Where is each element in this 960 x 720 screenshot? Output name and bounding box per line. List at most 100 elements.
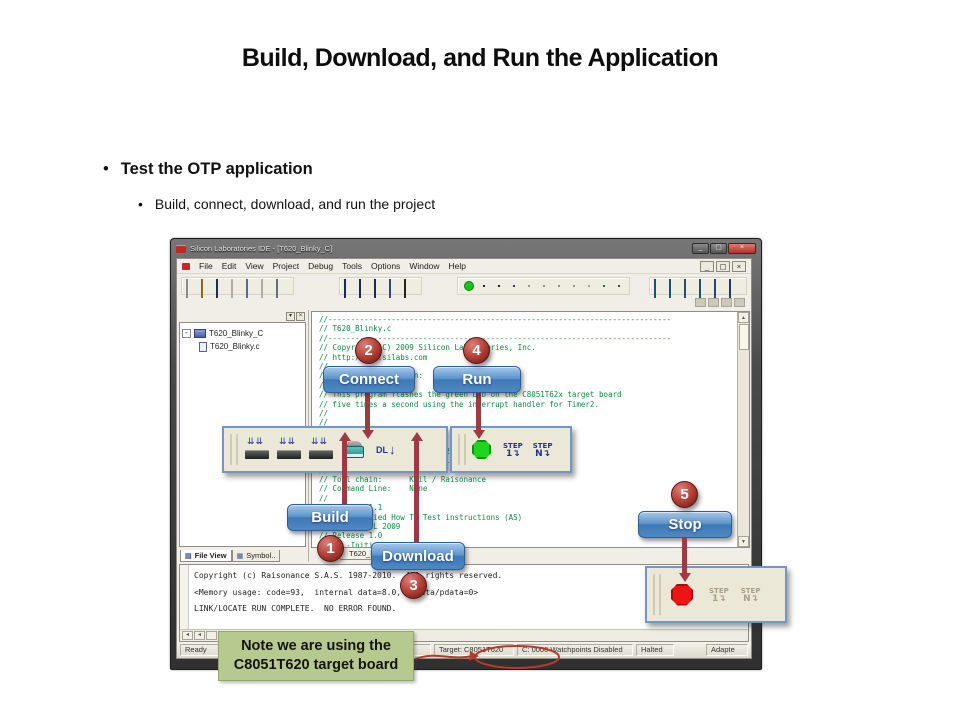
dock-icon-4[interactable] <box>734 298 745 307</box>
refresh-icon[interactable] <box>597 280 610 292</box>
open-file-icon[interactable] <box>201 279 214 298</box>
step-icon[interactable] <box>537 280 550 292</box>
print-icon[interactable] <box>276 279 289 298</box>
rebuild-all-icon[interactable] <box>374 279 387 298</box>
toolbar-grip[interactable] <box>653 574 661 615</box>
output-window-icon[interactable] <box>669 279 682 298</box>
close-button[interactable]: × <box>728 243 756 254</box>
tree-node-project[interactable]: - T620_Blinky_C <box>182 327 303 340</box>
toolbar-icon-fill <box>542 285 545 287</box>
assemble-icon[interactable] <box>344 279 357 298</box>
connect-device-icon[interactable] <box>344 441 364 458</box>
menu-item[interactable]: Help <box>448 261 467 271</box>
panel-tab-strip: ▤ File View ▦ Symbol.. <box>177 547 308 562</box>
halt-icon[interactable] <box>522 280 535 292</box>
copy-icon[interactable] <box>246 279 259 298</box>
build-button[interactable]: Build <box>287 504 373 531</box>
scroll-left-icon[interactable]: ◂ <box>194 631 205 640</box>
toolbar-grip[interactable] <box>230 434 238 465</box>
disconnect-icon[interactable] <box>477 280 490 292</box>
status-target: Target: C8051T620 <box>434 644 514 656</box>
connect-icon[interactable] <box>462 280 475 292</box>
grid-icon: ▤ <box>185 552 192 560</box>
toolbar-grip[interactable] <box>458 434 466 465</box>
dock-icon-3[interactable] <box>721 298 732 307</box>
scrollbar-handle[interactable] <box>206 631 217 640</box>
scroll-up-icon[interactable]: ▲ <box>738 312 749 323</box>
multi-step-icon[interactable] <box>567 280 580 292</box>
rebuild-all-icon[interactable] <box>308 436 334 460</box>
go-icon[interactable] <box>472 440 491 459</box>
assemble-file-icon[interactable] <box>244 436 270 460</box>
mdi-minimize-button[interactable]: _ <box>700 260 714 272</box>
bullet-build-connect: •Build, connect, download, and run the p… <box>138 196 436 212</box>
toolbar-icon-fill <box>389 279 391 298</box>
close-icon[interactable]: × <box>296 311 305 321</box>
scroll-left-icon[interactable]: ◂ <box>182 631 193 640</box>
collapse-icon[interactable]: - <box>182 329 191 338</box>
register-window-icon[interactable] <box>714 279 727 298</box>
paste-icon[interactable] <box>261 279 274 298</box>
save-icon[interactable] <box>216 279 229 298</box>
cut-icon[interactable] <box>231 279 244 298</box>
stop-button[interactable]: Stop <box>638 511 732 538</box>
minimize-button[interactable]: _ <box>692 243 709 254</box>
menu-item[interactable]: Debug <box>308 261 334 271</box>
vertical-scrollbar[interactable]: ▲ ▼ <box>737 312 749 547</box>
tab-file-view[interactable]: ▤ File View <box>180 550 232 562</box>
output-log: Copyright (c) Raisonance S.A.S. 1987-201… <box>189 565 502 629</box>
stop-icon[interactable] <box>671 583 693 606</box>
new-file-icon[interactable] <box>186 279 199 298</box>
code-line: // Tool chain: Keil / Raisonance <box>319 474 487 484</box>
macro-icon[interactable] <box>404 279 417 298</box>
step-badge-2: 2 <box>355 337 382 364</box>
menu-item[interactable]: File <box>199 261 213 271</box>
scrollbar-thumb[interactable] <box>738 324 749 350</box>
toolbar-icon-fill <box>231 279 233 298</box>
run-button[interactable]: Run <box>433 366 521 393</box>
go-icon[interactable] <box>507 280 520 292</box>
tree-node-file[interactable]: T620_Blinky.c <box>182 340 303 353</box>
build-project-icon[interactable] <box>276 436 302 460</box>
watch-window-icon[interactable] <box>684 279 697 298</box>
toolbar-icon-fill <box>527 285 530 287</box>
mdi-close-button[interactable]: × <box>732 260 746 272</box>
code-line: // <box>319 418 329 428</box>
tab-symbol[interactable]: ▦ Symbol.. <box>231 550 281 562</box>
down-arrow-icon: ↓ <box>389 442 396 457</box>
menu-item[interactable]: Project <box>272 261 300 271</box>
breakpoint-icon[interactable] <box>582 280 595 292</box>
scroll-down-icon[interactable]: ▼ <box>738 536 749 547</box>
connect-button[interactable]: Connect <box>323 366 415 393</box>
toolbar-icon-fill <box>654 279 656 298</box>
pin-icon[interactable]: ▾ <box>286 311 295 321</box>
step-over-icon[interactable] <box>552 280 565 292</box>
project-window-icon[interactable] <box>654 279 667 298</box>
build-icon[interactable] <box>359 279 372 298</box>
menu-item[interactable]: Edit <box>221 261 237 271</box>
download-code-icon[interactable]: DL ↓ <box>376 442 396 457</box>
code-line: // <box>319 362 329 372</box>
menu-item[interactable]: Window <box>409 261 440 271</box>
connect-arrow <box>365 391 370 431</box>
maximize-button[interactable]: ▢ <box>710 243 727 254</box>
stop-build-icon[interactable] <box>389 279 402 298</box>
menu-item[interactable]: View <box>245 261 264 271</box>
dock-icon-2[interactable] <box>708 298 719 307</box>
menu-item[interactable]: Tools <box>342 261 363 271</box>
menu-item[interactable]: Options <box>371 261 401 271</box>
dock-icon-1[interactable] <box>695 298 706 307</box>
toolbar-icon-fill <box>699 279 701 298</box>
title-bar: Silicon Laboratories IDE - [T620_Blinky_… <box>171 239 761 258</box>
toolbar-icon-fill <box>669 279 671 298</box>
mdi-restore-button[interactable]: ▢ <box>716 260 730 272</box>
watch-icon[interactable] <box>612 280 625 292</box>
download-button[interactable]: Download <box>371 542 465 570</box>
memory-window-icon[interactable] <box>699 279 712 298</box>
project-name: T620_Blinky_C <box>209 329 264 338</box>
c-file-icon <box>199 341 207 352</box>
help-window-icon[interactable] <box>729 279 742 298</box>
download-code-icon[interactable] <box>492 280 505 292</box>
